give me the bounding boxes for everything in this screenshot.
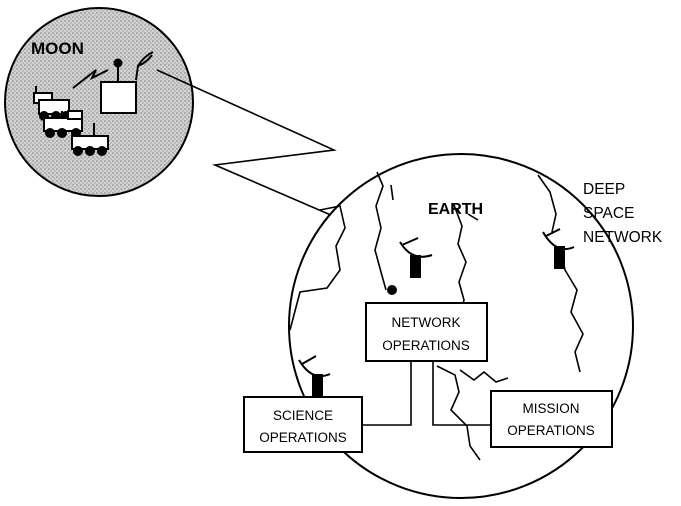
deep-space-network-line-1: DEEP: [583, 181, 625, 198]
communication-link: [156, 69, 406, 248]
deep-space-network-line-3: NETWORK: [583, 229, 663, 246]
satellite-dish-icon: [399, 237, 433, 278]
moon-group: MOON: [4, 7, 194, 197]
deep-space-network-label: DEEP SPACE NETWORK: [583, 181, 663, 246]
mission-operations-line-2: OPERATIONS: [507, 423, 595, 438]
network-operations-line-1: NETWORK: [392, 315, 461, 330]
mission-operations-box: MISSION OPERATIONS: [490, 390, 613, 448]
deep-space-network-line-2: SPACE: [583, 205, 634, 222]
mission-operations-line-1: MISSION: [522, 401, 579, 416]
satellite-dish-icon: [542, 228, 575, 269]
network-operations-box: NETWORK OPERATIONS: [365, 302, 488, 362]
lander-icon: [100, 51, 154, 114]
rover-icon: [71, 123, 109, 156]
science-operations-box: SCIENCE OPERATIONS: [243, 396, 363, 453]
lightning-icon: [72, 69, 109, 89]
moon-circle: [4, 7, 194, 197]
network-operations-line-2: OPERATIONS: [382, 338, 470, 353]
continent-outlines: [289, 171, 584, 461]
network-node: [387, 285, 397, 295]
earth-label: EARTH: [428, 201, 483, 218]
science-operations-line-2: OPERATIONS: [259, 430, 347, 445]
moon-label: MOON: [31, 39, 84, 58]
science-operations-line-1: SCIENCE: [273, 408, 333, 423]
